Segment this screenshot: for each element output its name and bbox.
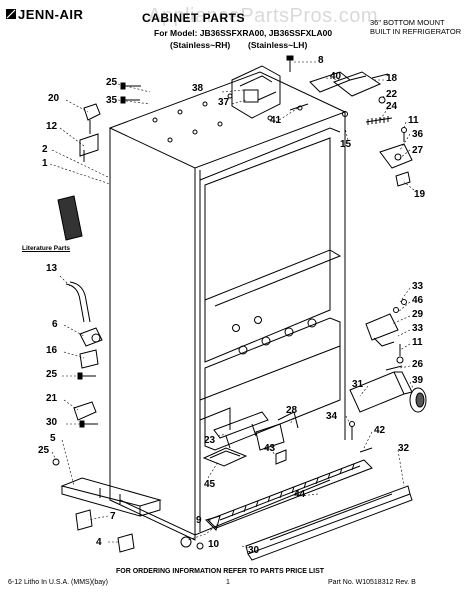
callout: 32 [398,443,410,454]
callout: 29 [412,309,424,320]
model-line: For Model: JB36SSFXRA00, JB36SSFXLA00 [154,28,333,38]
page-title: CABINET PARTS [142,11,245,25]
description-line-2: BUILT IN REFRIGERATOR [370,27,462,36]
callout: 44 [294,489,306,500]
callout: 25 [46,369,58,380]
callout: 35 [106,95,118,106]
callout: 33 [412,323,424,334]
callout: 25 [38,445,50,456]
right-parts [286,55,427,453]
callout: 18 [386,73,398,84]
callout: 11 [412,337,423,348]
callout: 7 [110,511,116,522]
callout: 33 [412,281,424,292]
variant-lh: (Stainless~LH) [248,40,308,50]
callout: 38 [192,83,204,94]
part-number: Part No. W10518312 Rev. B [328,579,416,586]
cabinet-body [108,71,347,541]
callout: 22 [386,89,398,100]
brand-name: JENN-AIR [18,7,84,22]
callout: 9 [196,515,202,526]
ordering-note: FOR ORDERING INFORMATION REFER TO PARTS … [116,568,325,575]
left-parts [52,82,141,466]
brand-logo [6,9,16,19]
callout: 16 [46,345,58,356]
callout: 4 [96,537,102,548]
callout: 39 [412,375,424,386]
callout: 26 [412,359,424,370]
callout: 11 [408,115,419,126]
callout: 30 [46,417,58,428]
callout: 19 [414,189,426,200]
callout: 10 [208,539,220,550]
callout: 45 [204,479,216,490]
callout: 6 [52,319,58,330]
callout: 23 [204,435,216,446]
callout: 31 [352,379,364,390]
callout: 5 [50,433,56,444]
callout: 13 [46,263,58,274]
page-number: 1 [226,579,230,586]
callout: 34 [326,411,338,422]
callout: 42 [374,425,386,436]
callout: 40 [330,71,342,82]
callout: 21 [46,393,58,404]
description-line-1: 36" BOTTOM MOUNT [370,18,445,27]
callout: 1 [42,158,48,169]
leader-lines [49,61,415,549]
watermark: AppliancePartsPros.com [148,5,378,27]
callout: 8 [318,55,324,66]
grille-and-kickplate [207,459,413,561]
callout: 30 [248,545,260,556]
callout: 12 [46,121,58,132]
callout: 2 [42,144,48,155]
callout: 27 [412,145,424,156]
callout: 24 [386,101,398,112]
variant-rh: (Stainless~RH) [170,40,231,50]
litho-info: 6-12 Litho In U.S.A. (MMS)(bay) [8,579,108,586]
callout: 43 [264,443,276,454]
callout: 25 [106,77,118,88]
lower-middle-parts [202,411,299,467]
literature-parts-label: Literature Parts [22,245,71,252]
callout: 46 [412,295,424,306]
callout: 15 [340,139,352,150]
callout: 41 [270,115,282,126]
bottom-rail-assembly [60,477,221,553]
callout: 28 [286,405,298,416]
callout: 37 [218,97,230,108]
callout: 36 [412,129,424,140]
callout: 20 [48,93,60,104]
